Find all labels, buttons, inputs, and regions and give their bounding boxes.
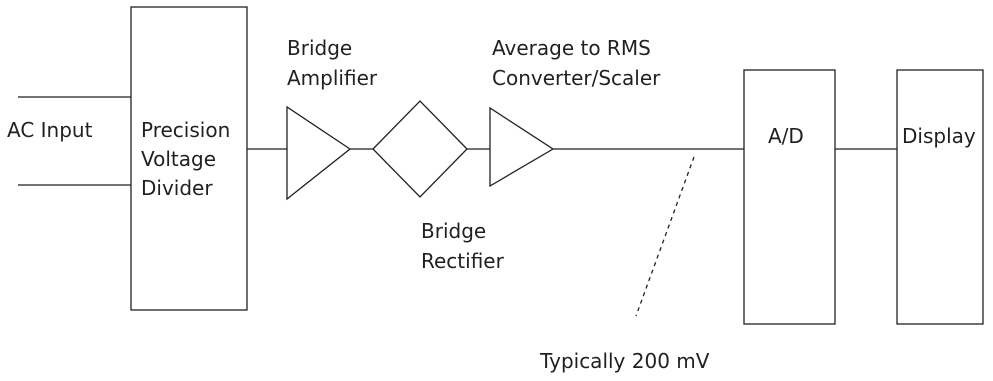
bridge-rectifier-symbol xyxy=(372,100,468,198)
display-label: Display xyxy=(902,124,976,148)
ad-converter-block xyxy=(743,69,836,325)
ac-input-label: AC Input xyxy=(7,118,93,142)
bridge-amplifier-label-line1: Bridge xyxy=(287,36,352,60)
bridge-amplifier-label-line2: Amplifier xyxy=(287,66,378,90)
display-block xyxy=(896,69,984,325)
voltage-divider-label-line3: Divider xyxy=(141,176,213,200)
bridge-rectifier-label-line2: Rectifier xyxy=(421,249,505,273)
rms-converter-symbol xyxy=(489,106,555,188)
voltage-divider-label-line1: Precision xyxy=(141,118,230,142)
bridge-amplifier-symbol xyxy=(286,105,352,201)
signal-level-note: Typically 200 mV xyxy=(539,349,710,373)
rms-converter-label-line2: Converter/Scaler xyxy=(492,66,661,90)
ad-converter-label: A/D xyxy=(768,124,804,148)
voltage-divider-label-line2: Voltage xyxy=(141,147,216,171)
voltage-divider-block xyxy=(130,6,248,311)
signal-level-pointer xyxy=(635,156,695,317)
bridge-rectifier-label-line1: Bridge xyxy=(421,219,486,243)
rms-converter-label-line1: Average to RMS xyxy=(492,36,651,60)
